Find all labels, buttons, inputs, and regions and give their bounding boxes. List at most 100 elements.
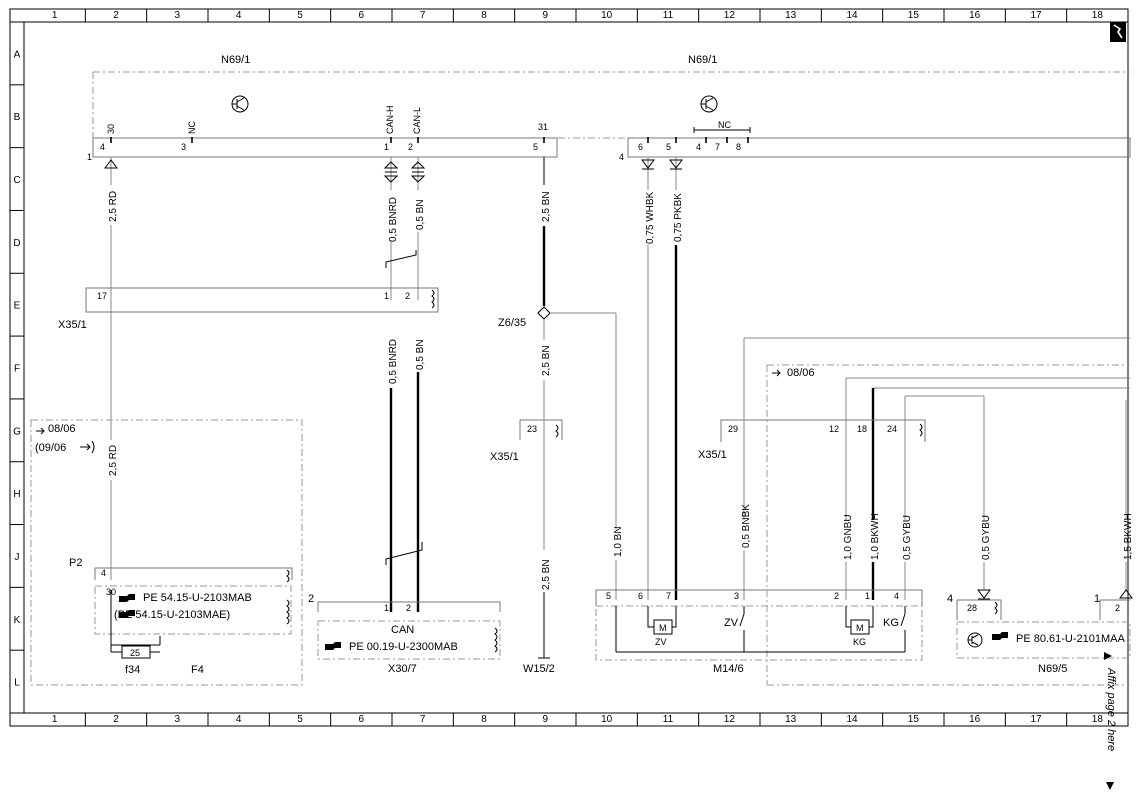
pin-name-31: 31 [538,122,548,132]
kg-switch-label: KG [883,617,899,629]
column-number: 5 [297,10,303,21]
fuse-number: 25 [130,648,140,658]
variant-box-left [30,419,303,686]
x35-1-label-mid: X35/1 [490,451,519,463]
wire-label: 1,0 BKWH [870,513,881,560]
column-number: 9 [543,10,549,21]
date-label: (09/06 [35,442,66,454]
pin-number: 1 [384,291,389,301]
x35-1-label-right: X35/1 [698,449,727,461]
x35-1-connector-top [85,287,439,313]
column-number: 4 [236,714,242,725]
x35-1-label-top: X35/1 [58,319,87,331]
wire-label: 0,5 BN [415,199,426,230]
pin-name-can-h: CAN-H [385,106,395,135]
wire-label: 2,5 BN [541,559,552,590]
pin-number: 28 [967,603,977,613]
transistor-icon [967,632,983,648]
column-number: 12 [724,10,736,21]
row-letter: G [13,426,21,437]
x30-7-label: X30/7 [388,663,417,675]
pin-number: 30 [106,587,116,597]
pin-number: 5 [606,591,611,601]
f4-box [94,585,292,659]
row-letter: B [14,112,21,123]
connector-strip-left [92,137,558,158]
column-number: 13 [785,10,797,21]
row-letter: F [14,364,20,375]
nc-bracket [693,127,751,133]
z6-35-label: Z6/35 [498,317,526,329]
hand-pointer-icon [992,632,1008,640]
wire-label: 1,0 BN [613,526,624,557]
pin-name-can-l: CAN-L [412,107,422,134]
ref-link[interactable]: (PE 54.15-U-2103MAE) [114,609,230,621]
wire-2-5-bn [537,157,617,659]
column-number: 18 [1092,714,1104,725]
x35-1-connector-right [720,419,926,442]
wire-label: 1,0 GNBU [843,514,854,560]
p2-label: P2 [69,557,82,569]
connector-strip-right [627,137,1131,158]
zv-switch-label: ZV [724,617,739,629]
column-number: 17 [1030,714,1042,725]
wire-label: 0,75 PKBK [673,193,684,242]
row-letter: L [14,678,20,689]
can-label: CAN [391,624,414,636]
column-number: 11 [663,10,674,21]
row-letter: K [14,615,21,626]
row-letter: C [13,175,20,186]
page-corner-icon [1110,22,1126,42]
column-number: 15 [908,10,920,21]
pin-number: 4 [619,152,624,162]
column-number: 17 [1030,10,1042,21]
arrow-icon [80,440,95,454]
date-label: 08/06 [787,367,815,379]
ref-link[interactable]: PE 00.19-U-2300MAB [349,641,458,653]
column-number: 11 [663,714,674,725]
pin-number: 6 [638,142,643,152]
pin-name-nc: NC [187,121,197,134]
pin-number: 2 [408,142,413,152]
pin-number: 12 [829,424,839,434]
motor-symbol: M [856,623,864,633]
pin-number: 3 [181,142,186,152]
hand-pointer-icon [119,610,135,618]
x35-1-connector-mid [519,419,563,440]
column-number: 12 [724,714,736,725]
column-number: 13 [785,714,797,725]
pin-number: 4 [101,568,106,578]
column-number: 14 [846,10,858,21]
transistor-icon [700,95,718,113]
arrow-icon [36,427,45,435]
column-number: 7 [420,714,426,725]
can-wires [383,157,426,612]
column-number: 2 [113,10,119,21]
sheet-frame [9,8,1129,727]
wire-label: 0,5 BNRD [388,339,399,384]
w15-2-label: W15/2 [523,663,555,675]
pin-name-30: 30 [106,124,116,134]
wire-label: 0,5 BNBK [741,504,752,548]
ref-link[interactable]: PE 54.15-U-2103MAB [143,592,252,604]
ref-link[interactable]: PE 80.61-U-2101MAA [1016,633,1125,645]
column-number: 4 [236,10,242,21]
pin-number: 24 [887,424,897,434]
pin-number: 7 [666,591,671,601]
wire-2-5-rd [104,157,118,580]
n69-1-label-left: N69/1 [221,54,250,66]
wire-label: 0,5 GYBU [902,515,913,560]
motor-symbol: M [659,623,667,633]
f34-label: f34 [125,664,140,676]
pin-number: 2 [405,291,410,301]
pin-number: 1 [865,591,870,601]
wire-label: 0,75 WHBK [645,191,656,244]
transistor-icon [231,95,249,113]
pin-number: 1 [384,603,389,613]
kg-motor-label: KG [853,637,866,647]
hand-pointer-icon [325,642,341,650]
wire-label: 2,5 RD [108,191,119,222]
column-number: 6 [359,10,365,21]
